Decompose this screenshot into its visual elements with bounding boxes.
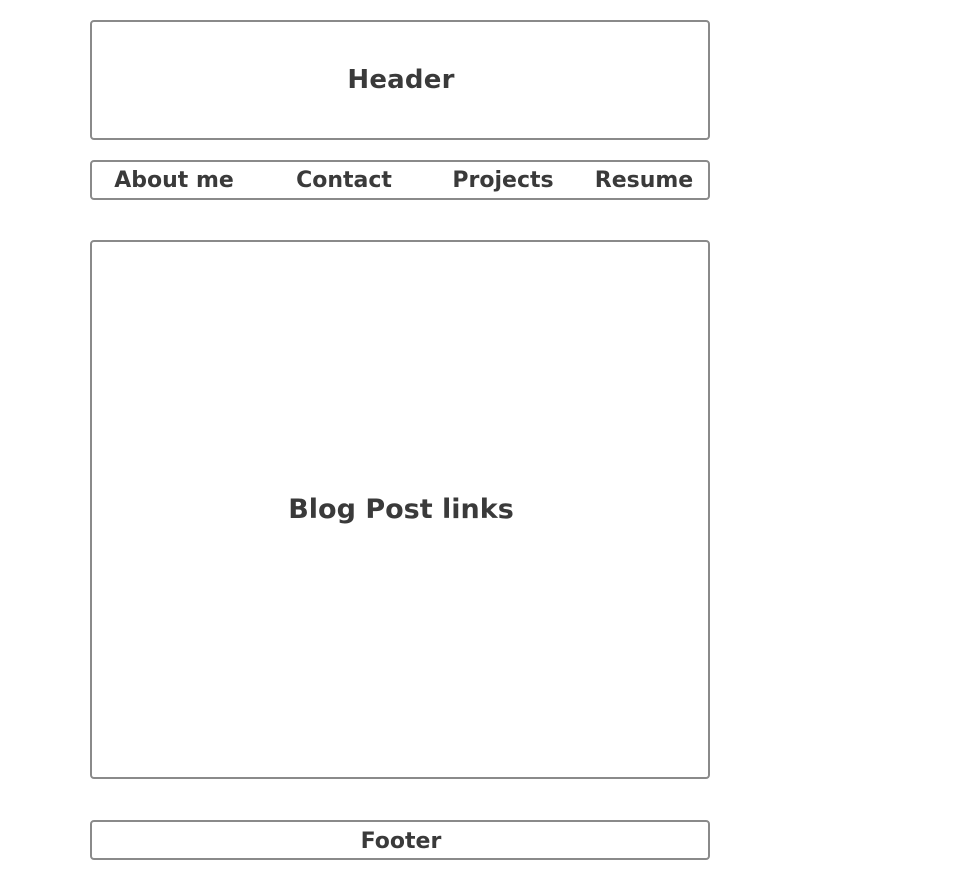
nav-bar: About me Contact Projects Resume [90, 160, 710, 200]
header-box: Header [90, 20, 710, 140]
nav-item-projects[interactable]: Projects [452, 168, 554, 193]
blog-post-links-label: Blog Post links [288, 494, 514, 525]
nav-item-contact[interactable]: Contact [296, 168, 392, 193]
nav-item-resume[interactable]: Resume [594, 168, 694, 193]
footer-box: Footer [90, 820, 710, 860]
nav-item-about-me[interactable]: About me [114, 168, 234, 193]
header-label: Header [347, 65, 455, 95]
footer-label: Footer [360, 828, 442, 854]
blog-post-links-box: Blog Post links [90, 240, 710, 779]
